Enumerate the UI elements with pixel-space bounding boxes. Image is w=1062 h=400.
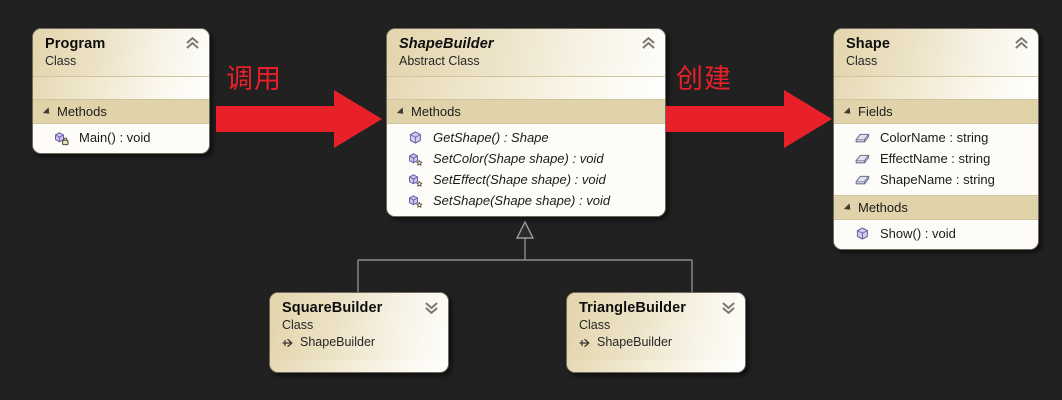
member-label: Show() : void xyxy=(880,226,956,241)
header-filler xyxy=(33,77,209,99)
class-header-shapebuilder: ShapeBuilder Abstract Class xyxy=(387,29,665,77)
section-label: Methods xyxy=(57,104,107,119)
section-header-methods[interactable]: Methods xyxy=(387,99,665,124)
collapse-triangle-icon xyxy=(42,106,53,117)
member-row[interactable]: ColorName : string xyxy=(834,127,1038,148)
member-row[interactable]: EffectName : string xyxy=(834,148,1038,169)
annotation-arrow-call xyxy=(216,90,382,148)
member-row[interactable]: Show() : void xyxy=(834,223,1038,244)
header-filler xyxy=(270,360,448,372)
class-base-squarebuilder: ShapeBuilder xyxy=(282,334,438,351)
member-row[interactable]: Main() : void xyxy=(33,127,209,148)
class-base-label: ShapeBuilder xyxy=(597,335,673,349)
section-header-methods[interactable]: Methods xyxy=(33,99,209,124)
chevron-down-double-icon[interactable] xyxy=(721,301,736,314)
class-title-shape: Shape xyxy=(846,36,891,52)
section-label: Methods xyxy=(858,200,908,215)
member-list-methods: Show() : void xyxy=(834,220,1038,249)
class-box-program[interactable]: Program Class Methods Main() : void xyxy=(32,28,210,154)
chevron-up-double-icon[interactable] xyxy=(1014,37,1029,50)
header-filler xyxy=(567,360,745,372)
annotation-arrow-create xyxy=(666,90,832,148)
class-title-shapebuilder: ShapeBuilder xyxy=(399,36,494,52)
class-stereotype-squarebuilder: Class xyxy=(282,318,314,332)
class-box-shape[interactable]: Shape Class Fields ColorName : string xyxy=(833,28,1039,250)
method-public-icon xyxy=(409,130,421,144)
section-label: Methods xyxy=(411,104,461,119)
member-label: SetShape(Shape shape) : void xyxy=(433,193,611,208)
class-title-program: Program xyxy=(45,36,106,52)
member-row[interactable]: SetEffect(Shape shape) : void xyxy=(387,169,665,190)
class-stereotype-shape: Class xyxy=(846,54,878,68)
class-stereotype-program: Class xyxy=(45,54,77,68)
class-title-squarebuilder: SquareBuilder xyxy=(282,300,383,316)
header-filler xyxy=(834,77,1038,99)
method-protected-icon xyxy=(409,152,423,166)
annotation-label-call: 调用 xyxy=(226,64,282,95)
member-label: SetEffect(Shape shape) : void xyxy=(433,172,606,187)
method-private-icon xyxy=(55,131,69,145)
member-label: GetShape() : Shape xyxy=(433,130,549,145)
class-box-squarebuilder[interactable]: SquareBuilder Class ShapeBuilder xyxy=(269,292,449,373)
inheritance-arrow-icon xyxy=(579,338,590,347)
section-label: Fields xyxy=(858,104,893,119)
member-list-methods: GetShape() : Shape SetColor(Shape shape)… xyxy=(387,124,665,216)
class-header-trianglebuilder: TriangleBuilder Class ShapeBuilder xyxy=(567,293,745,360)
method-public-icon xyxy=(856,226,868,240)
section-header-fields[interactable]: Fields xyxy=(834,99,1038,124)
collapse-triangle-icon xyxy=(843,106,854,117)
member-label: ShapeName : string xyxy=(880,172,995,187)
class-title-trianglebuilder: TriangleBuilder xyxy=(579,300,687,316)
field-icon xyxy=(855,175,870,184)
field-icon xyxy=(855,154,870,163)
class-base-label: ShapeBuilder xyxy=(300,335,376,349)
class-box-trianglebuilder[interactable]: TriangleBuilder Class ShapeBuilder xyxy=(566,292,746,373)
class-header-program: Program Class xyxy=(33,29,209,77)
member-label: ColorName : string xyxy=(880,130,989,145)
class-stereotype-shapebuilder: Abstract Class xyxy=(399,54,480,68)
member-label: Main() : void xyxy=(79,130,151,145)
inheritance-arrow-icon xyxy=(282,338,293,347)
member-list-fields: ColorName : string EffectName : string S… xyxy=(834,124,1038,195)
member-label: SetColor(Shape shape) : void xyxy=(433,151,604,166)
member-row[interactable]: SetShape(Shape shape) : void xyxy=(387,190,665,211)
class-header-shape: Shape Class xyxy=(834,29,1038,77)
header-filler xyxy=(387,77,665,99)
method-protected-icon xyxy=(409,194,423,208)
collapse-triangle-icon xyxy=(843,202,854,213)
section-header-methods[interactable]: Methods xyxy=(834,195,1038,220)
member-label: EffectName : string xyxy=(880,151,991,166)
chevron-up-double-icon[interactable] xyxy=(641,37,656,50)
chevron-down-double-icon[interactable] xyxy=(424,301,439,314)
class-box-shapebuilder[interactable]: ShapeBuilder Abstract Class Methods GetS… xyxy=(386,28,666,217)
field-icon xyxy=(855,133,870,142)
hollow-triangle-icon xyxy=(515,220,535,239)
member-list-methods: Main() : void xyxy=(33,124,209,153)
chevron-up-double-icon[interactable] xyxy=(185,37,200,50)
annotation-label-create: 创建 xyxy=(676,64,732,95)
member-row[interactable]: ShapeName : string xyxy=(834,169,1038,190)
member-row[interactable]: SetColor(Shape shape) : void xyxy=(387,148,665,169)
method-protected-icon xyxy=(409,173,423,187)
class-base-trianglebuilder: ShapeBuilder xyxy=(579,334,735,351)
class-header-squarebuilder: SquareBuilder Class ShapeBuilder xyxy=(270,293,448,360)
class-stereotype-trianglebuilder: Class xyxy=(579,318,611,332)
member-row[interactable]: GetShape() : Shape xyxy=(387,127,665,148)
collapse-triangle-icon xyxy=(396,106,407,117)
